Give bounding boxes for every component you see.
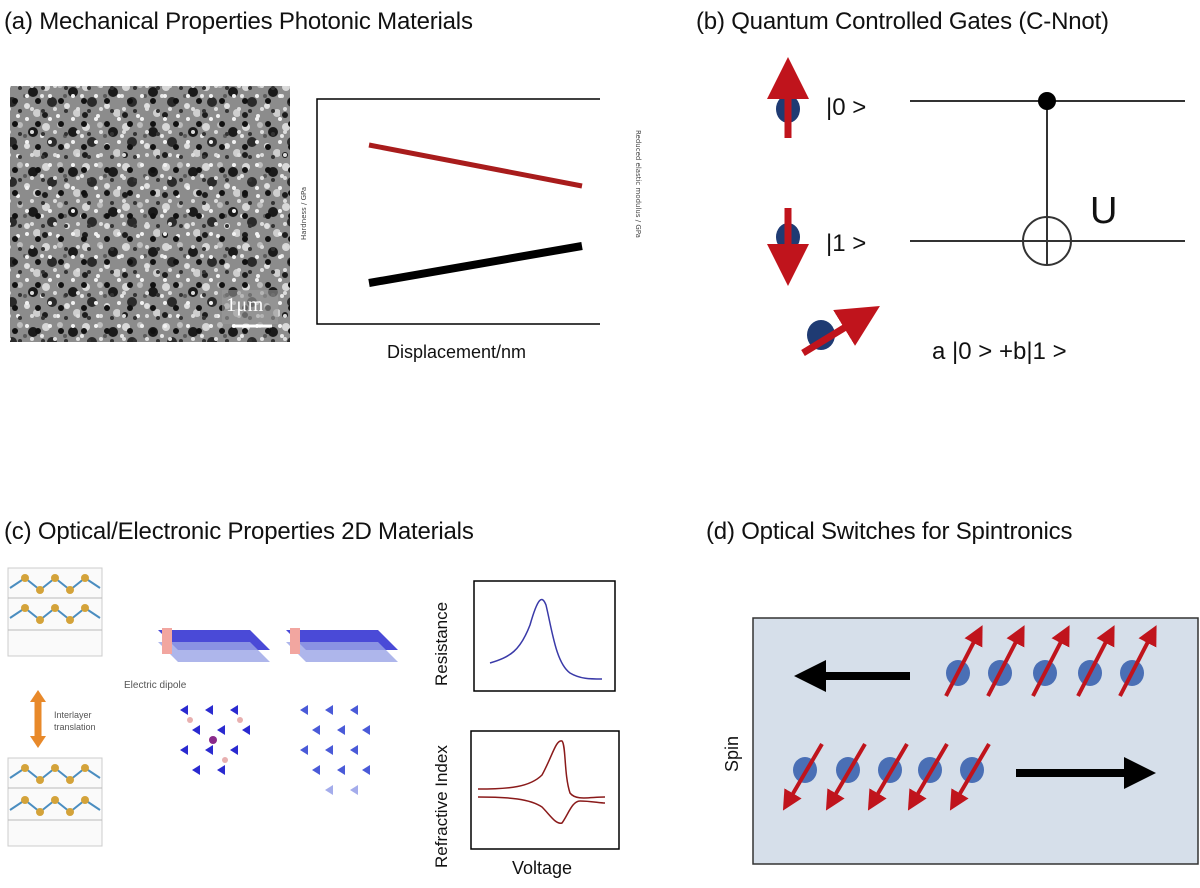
sem-micrograph xyxy=(10,86,290,342)
resistance-plot-frame xyxy=(473,580,616,692)
bilayer-sheet-right xyxy=(286,628,398,662)
translation-label: translation xyxy=(54,722,96,732)
spin-up-icon xyxy=(767,57,809,138)
layered-structure-top xyxy=(7,567,103,657)
gate-u-label: U xyxy=(1090,190,1118,232)
lattice-left xyxy=(180,705,250,775)
panel-b-title: (b) Quantum Controlled Gates (C-Nnot) xyxy=(696,8,1109,35)
panel-a-title: (a) Mechanical Properties Photonic Mater… xyxy=(4,8,473,35)
modulus-line xyxy=(368,242,583,287)
panel-b-circuit xyxy=(767,57,1185,356)
superposition-label: a |0 > +b|1 > xyxy=(932,338,1067,365)
refractive-curve-lower xyxy=(477,796,606,824)
refractive-axis-label: Refractive Index xyxy=(432,745,451,868)
panel-d-title: (d) Optical Switches for Spintronics xyxy=(706,518,1073,545)
panel-c-title: (c) Optical/Electronic Properties 2D Mat… xyxy=(4,518,474,545)
refractive-plot-frame xyxy=(470,730,620,850)
spin-diagonal-icon xyxy=(801,306,880,356)
spin-down-icon xyxy=(767,208,809,286)
spin-box xyxy=(752,617,1199,865)
panel-a-plot-frame xyxy=(316,98,600,325)
translation-arrow-icon xyxy=(30,690,46,748)
resistance-curve xyxy=(489,598,603,680)
control-dot xyxy=(1038,92,1056,110)
spin-axis-label: Spin xyxy=(722,735,742,772)
panel-a-y-left-label: Hardness / GPa xyxy=(300,186,308,240)
resistance-axis-label: Resistance xyxy=(432,601,451,686)
panel-c-plots xyxy=(470,580,620,850)
panel-d-graphics xyxy=(752,617,1199,865)
refractive-curve-upper xyxy=(477,740,606,799)
bilayer-sheet-left xyxy=(158,628,270,662)
panel-c-structures xyxy=(7,567,398,847)
lattice-right xyxy=(300,705,370,795)
interlayer-label: Interlayer xyxy=(54,710,92,720)
hardness-line xyxy=(368,142,583,189)
spin-row-upper xyxy=(944,625,1157,697)
spin-row-lower xyxy=(782,742,991,811)
target-xor xyxy=(1022,216,1072,266)
ket1-label: |1 > xyxy=(826,230,867,257)
electric-dipole-label: Electric dipole xyxy=(124,680,187,691)
voltage-axis-label: Voltage xyxy=(512,858,573,878)
layered-structure-bottom xyxy=(7,757,103,847)
ket0-label: |0 > xyxy=(826,94,867,121)
scale-bar-label: 1μm xyxy=(226,294,264,316)
panel-a-graphics xyxy=(10,86,600,342)
panel-a-x-label: Displacement/nm xyxy=(387,342,527,362)
